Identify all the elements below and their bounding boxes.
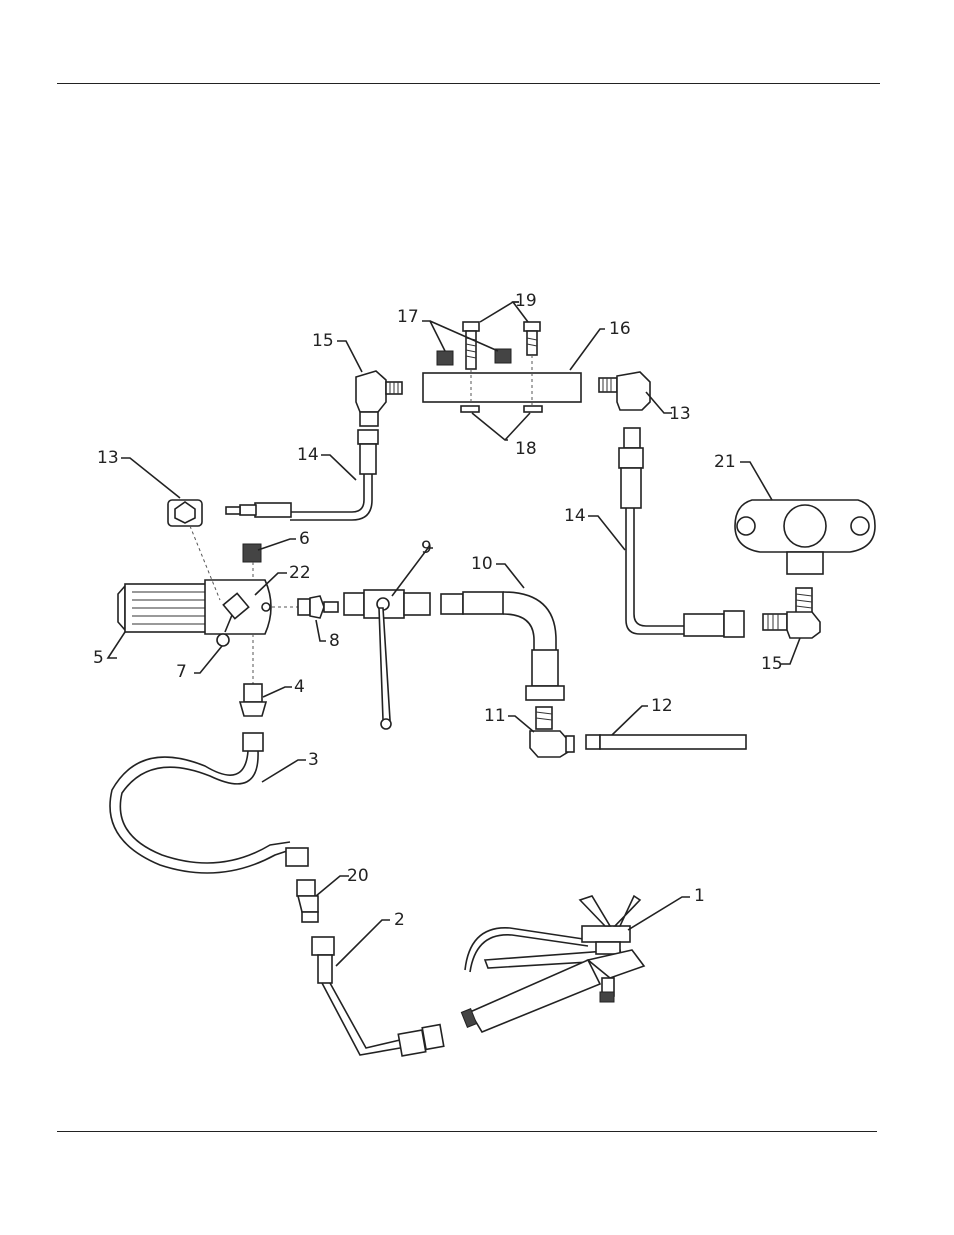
label-5: 5 xyxy=(93,648,104,668)
label-21: 21 xyxy=(714,452,736,472)
label-7: 7 xyxy=(176,662,187,682)
label-15-upper: 15 xyxy=(312,331,334,351)
nut-17-left xyxy=(437,351,453,365)
fitting-8 xyxy=(298,596,338,618)
pipe-14-upper xyxy=(226,430,378,520)
ball-valve-9 xyxy=(344,590,430,729)
grease-gun-1 xyxy=(461,896,644,1032)
label-14-right: 14 xyxy=(564,506,586,526)
plug-13-left xyxy=(168,500,202,526)
label-1: 1 xyxy=(694,886,705,906)
elbow-15-upper xyxy=(356,371,402,426)
label-14-upper: 14 xyxy=(297,445,319,465)
flange-gasket-21 xyxy=(735,500,875,574)
label-22: 22 xyxy=(289,563,311,583)
elbow-11 xyxy=(530,707,574,757)
relief-valve-7 xyxy=(217,634,229,646)
label-19: 19 xyxy=(515,291,537,311)
elbow-13-right xyxy=(599,372,650,410)
pump-motor-5 xyxy=(118,584,213,632)
label-11: 11 xyxy=(484,706,506,726)
label-16: 16 xyxy=(609,319,631,339)
pipe-2 xyxy=(312,937,444,1056)
label-10: 10 xyxy=(471,554,493,574)
bolt-19-right xyxy=(524,322,540,355)
label-17: 17 xyxy=(397,307,419,327)
label-15-lower: 15 xyxy=(761,654,783,674)
washer-18-right xyxy=(524,406,542,412)
fitting-4 xyxy=(240,684,266,716)
label-13-left: 13 xyxy=(97,448,119,468)
label-9: 9 xyxy=(421,538,432,558)
fitting-20 xyxy=(297,880,318,922)
bolt-19-left xyxy=(463,322,479,369)
rod-12 xyxy=(586,735,746,749)
washer-18-left xyxy=(461,406,479,412)
label-20: 20 xyxy=(347,866,369,886)
label-18: 18 xyxy=(515,439,537,459)
label-12: 12 xyxy=(651,696,673,716)
label-13-right: 13 xyxy=(669,404,691,424)
manifold-block-16 xyxy=(423,373,581,402)
hose-3 xyxy=(110,733,308,873)
hose-elbow-10 xyxy=(441,592,564,700)
label-2: 2 xyxy=(394,910,405,930)
nipple-6 xyxy=(243,544,261,562)
label-8: 8 xyxy=(329,631,340,651)
label-3: 3 xyxy=(308,750,319,770)
label-4: 4 xyxy=(294,677,305,697)
elbow-15-lower xyxy=(763,588,820,638)
label-6: 6 xyxy=(299,529,310,549)
